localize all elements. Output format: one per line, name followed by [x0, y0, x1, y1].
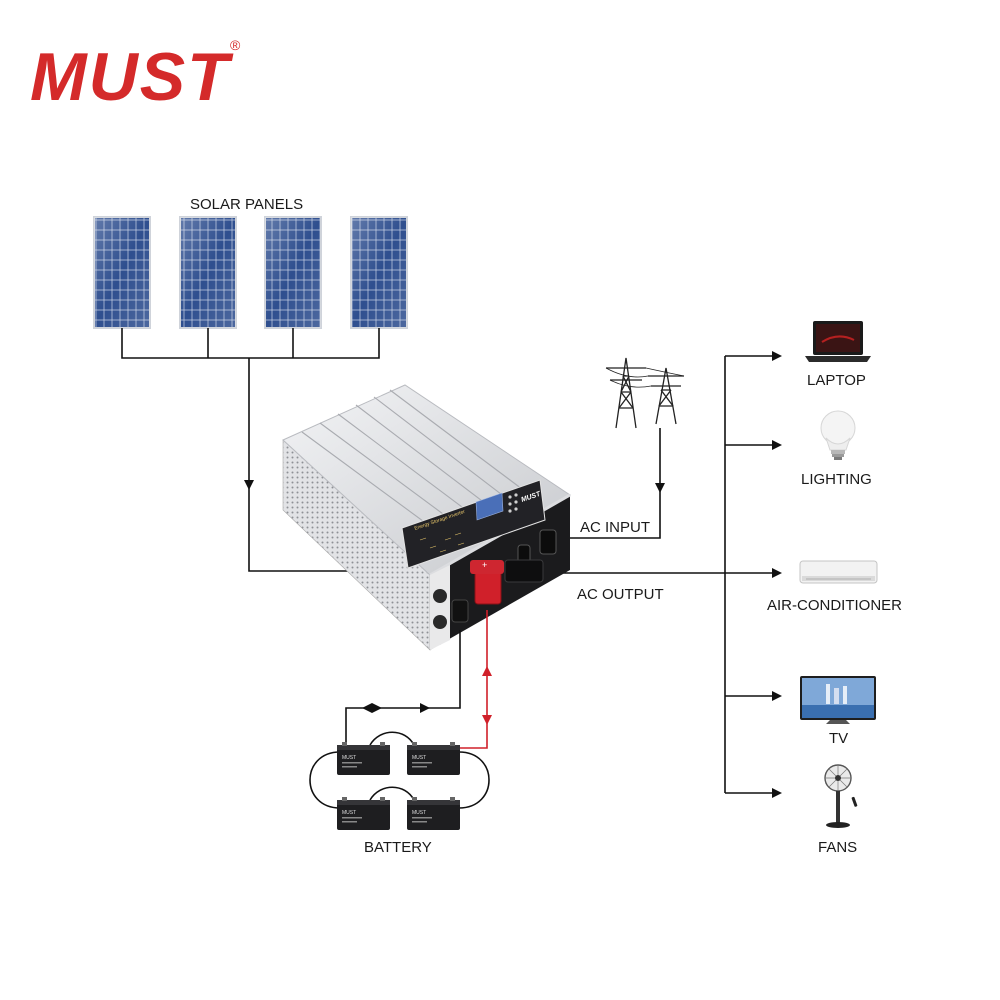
inverter-panel-symbols — [419, 532, 465, 553]
load-arrows — [772, 351, 782, 798]
registered-mark: ® — [230, 37, 241, 53]
battery-icon: MUST — [407, 797, 460, 830]
power-pylon-icon — [605, 357, 685, 429]
positive-battery-terminal — [474, 569, 502, 605]
solar-panel-icon — [350, 216, 408, 329]
lighting-label: LIGHTING — [801, 471, 872, 488]
laptop-label: LAPTOP — [807, 372, 866, 389]
battery-label: BATTERY — [364, 839, 432, 856]
fans-label: FANS — [818, 839, 857, 856]
tv-icon — [800, 676, 876, 724]
solar-panel-icon — [179, 216, 237, 329]
battery-flow-arrows — [362, 666, 492, 725]
ac-socket — [539, 529, 557, 555]
tv-label: TV — [829, 730, 848, 747]
battery-logo: MUST — [342, 755, 356, 761]
inverter-buttons — [508, 493, 518, 513]
solar-flow-arrow — [244, 480, 254, 490]
air-conditioner-label: AIR-CONDITIONER — [767, 597, 902, 614]
logo-text: MUST — [30, 39, 234, 115]
brand-logo: MUST ® — [30, 37, 241, 115]
ac-output-label: AC OUTPUT — [577, 586, 664, 603]
battery-logo: MUST — [412, 810, 426, 816]
battery-bank: MUST MUST MUST MUST — [337, 742, 460, 830]
battery-logo: MUST — [412, 755, 426, 761]
fan-icon — [824, 764, 858, 828]
solar-panel-array — [93, 216, 408, 329]
air-conditioner-icon — [799, 560, 878, 584]
battery-icon: MUST — [337, 797, 390, 830]
ac-output-wiring — [540, 355, 772, 794]
solar-panels-label: SOLAR PANELS — [190, 196, 303, 213]
light-bulb-icon — [820, 410, 856, 460]
grid-flow-arrow — [655, 483, 665, 493]
solar-panel-icon — [264, 216, 322, 329]
svg-text:+: + — [482, 560, 487, 570]
inverter-unit: Energy Storage Inverter MUST + — [282, 384, 571, 651]
solar-panel-icon — [93, 216, 151, 329]
battery-icon: MUST — [337, 742, 390, 775]
battery-logo: MUST — [342, 810, 356, 816]
negative-battery-terminal — [451, 599, 469, 623]
battery-icon: MUST — [407, 742, 460, 775]
inverter-lcd-screen — [475, 492, 504, 521]
laptop-icon — [805, 321, 871, 362]
battery-wiring — [309, 610, 490, 809]
ac-input-wire — [553, 428, 661, 539]
ac-input-label: AC INPUT — [580, 519, 650, 536]
